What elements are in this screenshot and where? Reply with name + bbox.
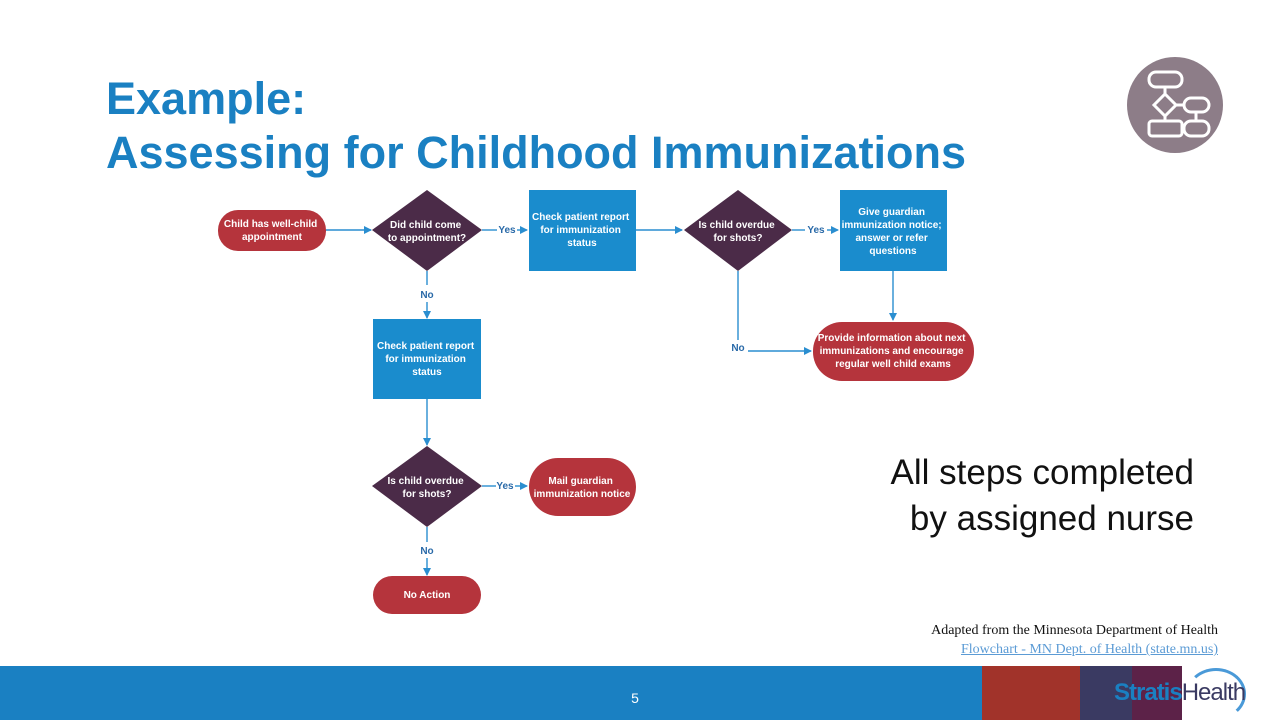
- decision-overdue-top-line-2: for shots?: [714, 233, 763, 244]
- decision-came-line-2: to appointment?: [388, 233, 466, 244]
- node-start-line-1: Child has well-child: [224, 219, 317, 230]
- decision-overdue-top-line-1: Is child overdue: [699, 220, 776, 231]
- decision-came: Did child come to appointment?: [372, 190, 482, 271]
- svg-text:Provide information about next: Provide information about next immunizat…: [818, 333, 969, 370]
- label-bottom-no: No: [420, 546, 433, 557]
- svg-text:Check patient report for: Check patient report for immunization st…: [532, 212, 632, 249]
- svg-text:No Action: No Action: [404, 590, 451, 601]
- label-came-no: No: [420, 290, 433, 301]
- process-give-notice-line-1: Give guardian: [858, 207, 925, 218]
- node-provide-info-line-2: immunizations and encourage: [820, 346, 964, 357]
- svg-text:Give guardian immunizati: Give guardian immunization notice; answe…: [842, 207, 945, 257]
- brand-logo: StratisHealth: [1114, 678, 1246, 708]
- node-no-action: No Action: [373, 576, 481, 614]
- svg-text:Check patient report for: Check patient report for immunization st…: [377, 341, 477, 378]
- flowchart-icon: [1127, 57, 1223, 153]
- node-provide-info-line-1: Provide information about next: [818, 333, 966, 344]
- process-give-notice-line-3: answer or refer: [855, 233, 927, 244]
- title-line-2: Assessing for Childhood Immunizations: [106, 127, 967, 178]
- process-check-left-line-2: for immunization: [385, 354, 466, 365]
- footer-accent-navy: [1080, 666, 1132, 720]
- svg-text:Mail guardian immunizati: Mail guardian immunization notice: [534, 476, 631, 500]
- process-give-notice: Give guardian immunization notice; answe…: [840, 190, 947, 271]
- decision-came-line-1: Did child come: [390, 220, 462, 231]
- process-check-left-line-3: status: [412, 367, 442, 378]
- decision-overdue-top: Is child overdue for shots?: [684, 190, 792, 271]
- brand-part-2: Health: [1181, 679, 1246, 706]
- process-give-notice-line-2: immunization notice;: [842, 220, 942, 231]
- process-check-left-line-1: Check patient report: [377, 341, 475, 352]
- label-came-yes: Yes: [498, 225, 516, 236]
- footer-accent-plum: [1132, 666, 1182, 720]
- nurse-note-line-2: by assigned nurse: [909, 499, 1194, 538]
- node-mail-notice-line-1: Mail guardian: [548, 476, 612, 487]
- node-mail-notice: Mail guardian immunization notice: [529, 458, 636, 516]
- process-check-top: Check patient report for immunization st…: [529, 190, 636, 271]
- label-bottom-yes: Yes: [496, 481, 514, 492]
- node-mail-notice-line-2: immunization notice: [534, 489, 631, 500]
- logo-arc: [1186, 668, 1246, 720]
- page-number: 5: [631, 690, 639, 706]
- source-credit: Adapted from the Minnesota Department of…: [931, 621, 1218, 659]
- connectors: [326, 226, 897, 576]
- title-line-1: Example:: [106, 73, 307, 124]
- node-start-line-2: appointment: [242, 232, 303, 243]
- footer-accent-red: [982, 666, 1080, 720]
- source-link[interactable]: Flowchart - MN Dept. of Health (state.mn…: [961, 642, 1218, 657]
- svg-text:Did child come to appoin: Did child come to appointment?: [388, 220, 466, 244]
- process-check-top-line-2: for immunization: [540, 225, 621, 236]
- decision-overdue-bottom-line-2: for shots?: [403, 489, 452, 500]
- label-overdue-yes: Yes: [807, 225, 825, 236]
- process-give-notice-line-4: questions: [869, 246, 917, 257]
- node-provide-info-line-3: regular well child exams: [835, 359, 951, 370]
- decision-overdue-bottom-line-1: Is child overdue: [388, 476, 465, 487]
- svg-text:Is child overdue for sho: Is child overdue for shots?: [388, 476, 467, 500]
- process-check-top-line-1: Check patient report: [532, 212, 630, 223]
- node-no-action-line-1: No Action: [404, 590, 451, 601]
- decision-overdue-bottom: Is child overdue for shots?: [372, 446, 482, 527]
- nurse-note-line-1: All steps completed: [890, 453, 1194, 492]
- svg-text:Child has well-child app: Child has well-child appointment: [224, 219, 320, 243]
- slide-title: Example: Assessing for Childhood Immuniz…: [106, 72, 966, 180]
- nurse-note: All steps completed by assigned nurse: [891, 450, 1194, 542]
- process-check-top-line-3: status: [567, 238, 597, 249]
- brand-part-1: Stratis: [1114, 679, 1183, 706]
- process-check-left: Check patient report for immunization st…: [373, 319, 481, 399]
- node-provide-info: Provide information about next immunizat…: [813, 322, 974, 381]
- svg-text:Is child overdue for sho: Is child overdue for shots?: [699, 220, 778, 244]
- credit-text: Adapted from the Minnesota Department of…: [931, 623, 1218, 638]
- node-start: Child has well-child appointment: [218, 210, 326, 251]
- label-overdue-no: No: [731, 343, 744, 354]
